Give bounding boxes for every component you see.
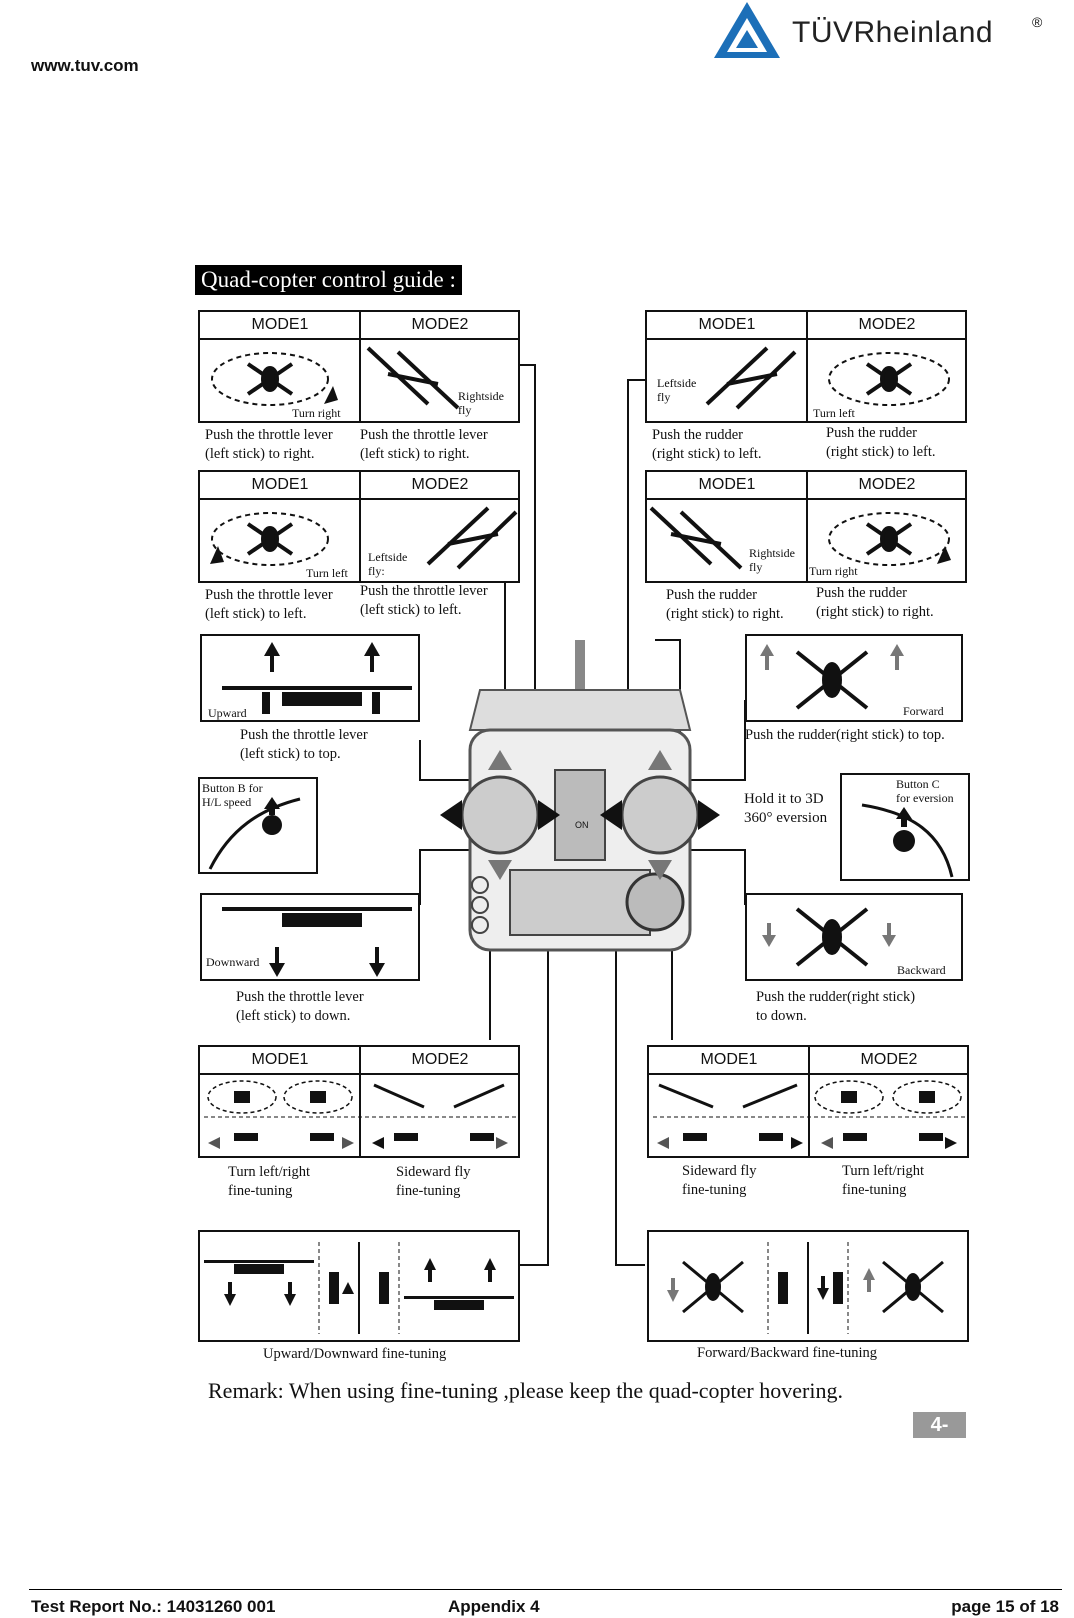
panel-left-right-throttle: MODE1 MODE2 Turn right Rightside fly [198, 310, 520, 423]
caption: Push the rudder (right stick) to left. [826, 425, 936, 460]
caption: Push the throttle lever (left stick) to … [240, 727, 368, 762]
caption: Push the rudder (right stick) to right. [816, 585, 934, 620]
caption: Push the throttle lever (left stick) to … [236, 989, 364, 1024]
tag-upward: Upward [208, 706, 247, 720]
tag-turn-left: Turn left [813, 406, 855, 420]
tuv-logo-triangle [714, 2, 780, 58]
drone-tilted-icon [705, 346, 797, 410]
divider [806, 312, 808, 421]
drone-tilted-icon [426, 506, 518, 570]
divider [806, 472, 808, 581]
panel-button-c: Button C for eversion [840, 773, 970, 881]
caption: Turn left/right fine-tuning [228, 1164, 311, 1199]
ud-fine-tuning-icons [204, 1242, 514, 1334]
tag-leftside-fly: Leftside fly [657, 376, 697, 404]
caption: Push the rudder (right stick) to left. [652, 427, 762, 462]
footer-divider [29, 1589, 1062, 1590]
mode2-label: MODE2 [360, 472, 520, 500]
tag-button-c: Button C for eversion [896, 777, 954, 805]
tag-turn-right: Turn right [292, 406, 341, 420]
panel-upward: Upward [200, 634, 420, 722]
fb-fine-tuning-icons [667, 1242, 944, 1334]
tag-downward: Downward [206, 955, 260, 969]
panel-fb-fine-tuning [647, 1230, 969, 1342]
drone-rotate-icon [210, 512, 329, 566]
drone-rotate-icon [211, 352, 338, 406]
remote-controller-icon [440, 640, 720, 952]
footer-appendix: Appendix 4 [448, 1597, 540, 1616]
panel-ud-fine-tuning [198, 1230, 520, 1342]
caption: Push the rudder(right stick) to down. [756, 989, 916, 1024]
caption: Hold it to 3D 360° eversion [744, 791, 828, 826]
panel-fine-tuning-left: MODE1 MODE2 [198, 1045, 520, 1158]
footer-report-number: Test Report No.: 14031260 001 [31, 1597, 276, 1616]
footer-page-number: page 15 of 18 [951, 1597, 1059, 1616]
mode1-label: MODE1 [647, 472, 807, 500]
mode1-label: MODE1 [200, 312, 360, 340]
mode2-label: MODE2 [807, 312, 967, 340]
drone-rotate-icon [828, 352, 950, 406]
panel-rudder-left: MODE1 MODE2 Leftside fly Turn left [645, 310, 967, 423]
tag-forward: Forward [903, 704, 944, 718]
drone-side-icon [222, 907, 412, 977]
tag-rightside-fly: Rightside fly [458, 389, 505, 417]
tag-backward: Backward [897, 963, 946, 977]
tag-button-b: Button B for H/L speed [202, 781, 263, 809]
caption: Push the throttle lever (left stick) to … [360, 583, 488, 618]
caption: Forward/Backward fine-tuning [697, 1345, 877, 1361]
caption: Upward/Downward fine-tuning [263, 1346, 447, 1362]
tag-leftside-fly: Leftside fly: [368, 550, 408, 578]
button-press-icon [208, 797, 301, 870]
tag-turn-right: Turn right [809, 564, 858, 578]
caption: Sideward fly fine-tuning [682, 1163, 757, 1198]
mode2-label: MODE2 [809, 1047, 969, 1075]
drone-tilted-icon [649, 506, 743, 570]
panel-backward: Backward [745, 893, 963, 981]
drone-tilted-icon [366, 346, 460, 410]
drone-rotate-icon [828, 512, 951, 566]
caption: Sideward fly fine-tuning [396, 1164, 471, 1199]
header-url: www.tuv.com [31, 56, 139, 75]
brand-registered-mark: ® [1032, 14, 1043, 30]
caption: Push the rudder(right stick) to top. [745, 727, 945, 743]
panel-downward: Downward [200, 893, 420, 981]
mode1-label: MODE1 [200, 1047, 360, 1075]
remote-on-label: ON [575, 820, 589, 830]
panel-button-b: Button B for H/L speed [198, 777, 318, 874]
divider [359, 312, 361, 421]
panel-rudder-right: MODE1 MODE2 Rightside fly Turn right [645, 470, 967, 583]
caption: Push the throttle lever (left stick) to … [360, 427, 488, 462]
mode2-label: MODE2 [360, 1047, 520, 1075]
mode2-label: MODE2 [807, 472, 967, 500]
drone-top-icon [760, 644, 904, 710]
brand-name: TÜVRheinland [792, 16, 994, 49]
caption: Push the rudder (right stick) to right. [666, 587, 784, 622]
guide-title: Quad-copter control guide : [195, 265, 462, 295]
caption: Push the throttle lever (left stick) to … [205, 587, 333, 622]
divider [359, 472, 361, 581]
panel-forward: Forward [745, 634, 963, 722]
fine-tuning-icons [653, 1080, 965, 1149]
drone-side-icon [222, 642, 412, 714]
caption: Push the throttle lever (left stick) to … [205, 427, 333, 462]
panel-left-throttle: MODE1 MODE2 Turn left Leftside fly: [198, 470, 520, 583]
tag-rightside-fly: Rightside fly [749, 546, 796, 574]
divider [359, 1047, 361, 1156]
mode1-label: MODE1 [200, 472, 360, 500]
fine-tuning-icons [204, 1080, 516, 1149]
page-badge: 4- [913, 1412, 966, 1438]
tag-turn-left: Turn left [306, 566, 348, 580]
drone-top-icon [762, 907, 896, 967]
remark: Remark: When using fine-tuning ,please k… [208, 1378, 843, 1403]
panel-fine-tuning-right: MODE1 MODE2 [647, 1045, 969, 1158]
divider [808, 1047, 810, 1156]
mode1-label: MODE1 [647, 312, 807, 340]
caption: Turn left/right fine-tuning [842, 1163, 925, 1198]
mode2-label: MODE2 [360, 312, 520, 340]
mode1-label: MODE1 [649, 1047, 809, 1075]
button-press-icon [861, 803, 954, 878]
